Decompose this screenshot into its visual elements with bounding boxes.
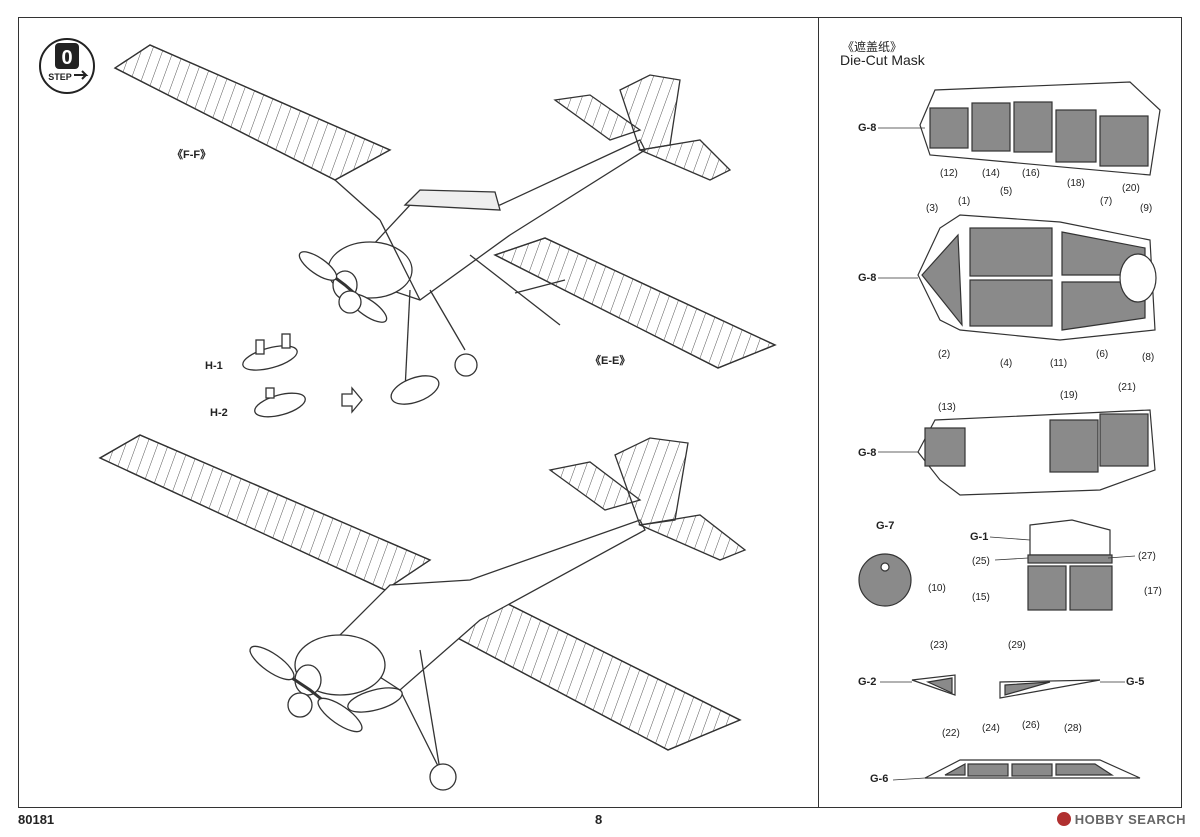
mask-num-3: (3) [926,203,939,214]
page-number: 8 [595,812,603,827]
mask-12 [929,107,969,149]
watermark: HOBBY SEARCH [1056,812,1186,827]
mask-num-25: (25) [972,556,990,567]
part-label-h1: H-1 [205,360,223,372]
sprue-g7: G-7 [876,520,895,532]
mask-num-2: (2) [938,349,951,360]
mask-14 [971,102,1011,152]
mask-panel [818,17,1182,808]
mask-num-19: (19) [1060,390,1078,401]
mask-num-5: (5) [1000,186,1013,197]
mask-num-15: (15) [972,592,990,603]
mask-num-23: (23) [930,640,948,651]
mask-24 [967,763,1009,777]
mask-21 [1099,413,1149,467]
mask-num-1: (1) [958,196,971,207]
mask-num-22: (22) [942,728,960,739]
mask-num-16: (16) [1022,168,1040,179]
mask-3 [921,233,963,327]
sprue-g8-top: G-8 [858,122,877,134]
mask-15 [1027,565,1067,611]
mask-5 [969,227,1053,277]
hobby-search-logo-icon [1056,812,1071,826]
bottom-aircraft [98,434,747,791]
mask-26 [1011,763,1053,777]
mask-4 [969,279,1053,327]
step-number: 0 [61,47,72,69]
mask-num-17: (17) [1144,586,1162,597]
mask-num-4: (4) [1000,358,1013,369]
mask-num-20: (20) [1122,183,1140,194]
sprue-g8-side: G-8 [858,447,877,459]
sprue-g8-mid: G-8 [858,272,877,284]
mask-title-en: Die-Cut Mask [840,52,925,68]
mask-num-24: (24) [982,723,1000,734]
mask-23 [925,677,953,694]
mask-num-29: (29) [1008,640,1026,651]
assembly-arrow [341,386,363,414]
watermark-text: HOBBY SEARCH [1074,812,1186,827]
top-aircraft [113,44,777,418]
sprue-g2: G-2 [858,676,877,688]
mask-num-28: (28) [1064,723,1082,734]
mask-num-13: (13) [938,402,956,413]
mask-num-7: (7) [1100,196,1113,207]
mask-num-27: (27) [1138,551,1156,562]
mask-9 [1119,253,1157,303]
mask-num-21: (21) [1118,382,1136,393]
sprue-g5: G-5 [1126,676,1145,688]
wing-label-ee: 《E-E》 [590,355,631,367]
part-label-h2: H-2 [210,407,228,419]
mask-22 [944,762,966,776]
mask-17 [1069,565,1113,611]
mask-num-6: (6) [1096,349,1109,360]
part-h1-drawing [242,333,298,371]
mask-20 [1099,115,1149,167]
step-badge: 0 STEP [39,38,95,94]
mask-num-12: (12) [940,168,958,179]
mask-25 [1027,554,1113,564]
mask-28 [1055,763,1115,776]
mask-18 [1055,109,1097,163]
mask-num-10: (10) [928,583,946,594]
wing-label-ff: 《F-F》 [172,149,212,161]
mask-10 [858,553,912,607]
mask-29 [1004,681,1051,696]
sprue-g6: G-6 [870,773,889,785]
kit-code: 80181 [18,812,55,827]
mask-19 [1049,419,1099,473]
sprue-g1: G-1 [970,531,989,543]
mask-num-14: (14) [982,168,1000,179]
mask-num-26: (26) [1022,720,1040,731]
mask-num-11: (11) [1050,358,1068,369]
mask-num-8: (8) [1142,352,1155,363]
step-word: STEP [48,72,72,82]
mask-16 [1013,101,1053,153]
mask-num-9: (9) [1140,203,1153,214]
mask-13 [924,427,966,467]
mask-title-cn: 《遮盖纸》 [842,40,903,54]
mask-num-18: (18) [1067,178,1085,189]
part-h2-drawing [254,387,306,418]
